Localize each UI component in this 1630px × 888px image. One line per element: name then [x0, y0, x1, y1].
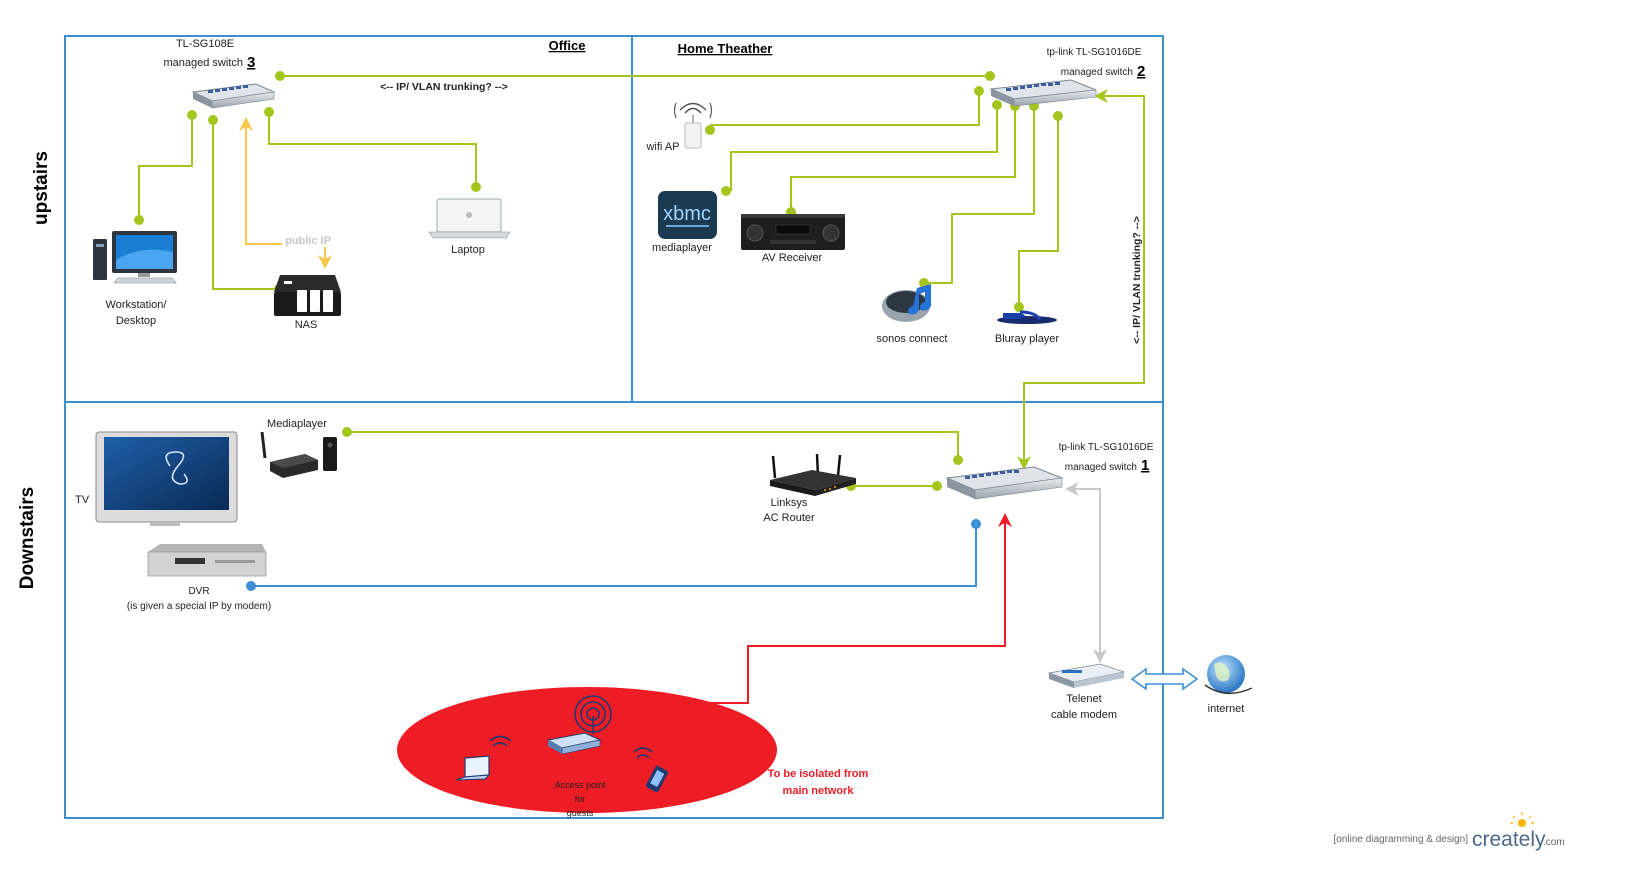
- mediaplayer-ds-label: Mediaplayer: [267, 418, 327, 430]
- guest-ap-label-line1: Access point: [554, 780, 606, 790]
- internet-link: [1130, 667, 1199, 691]
- wifi-ap-label: wifi AP: [645, 141, 679, 153]
- av-receiver-icon[interactable]: [741, 214, 845, 250]
- guest-access-point-icon[interactable]: [546, 695, 612, 755]
- internet-globe-icon[interactable]: [1204, 655, 1253, 694]
- dvr-label-line2: (is given a special IP by modem): [127, 601, 271, 612]
- switch-3-caption: managed switch: [164, 57, 244, 69]
- tv-label: TV: [75, 494, 90, 506]
- bluray-label: Bluray player: [995, 333, 1060, 345]
- workstation-label-line2: Desktop: [116, 315, 156, 327]
- switch-3-icon[interactable]: [191, 83, 276, 109]
- switch-2-caption: managed switch: [1061, 67, 1133, 78]
- modem-label-line2: cable modem: [1051, 709, 1117, 721]
- wifi-ap-icon[interactable]: [673, 102, 713, 149]
- internet-label: internet: [1208, 703, 1245, 715]
- vlan-trunk-label-side: <-- IP/ VLAN trunking? -->: [1131, 216, 1143, 344]
- modem-icon[interactable]: [1047, 663, 1126, 688]
- svg-text:xbmc: xbmc: [663, 203, 711, 225]
- switch-2-model: tp-link TL-SG1016DE: [1047, 47, 1142, 58]
- modem-label-line1: Telenet: [1066, 693, 1101, 705]
- ethernet-links: [138, 75, 1145, 487]
- router-label-line2: AC Router: [763, 512, 815, 524]
- switch-1-number: 1: [1141, 457, 1149, 474]
- tv-icon[interactable]: [95, 431, 238, 526]
- bluray-icon[interactable]: [997, 310, 1057, 324]
- workstation-icon[interactable]: [93, 231, 177, 284]
- mediaplayer-ht-icon[interactable]: xbmc: [658, 191, 717, 239]
- zone-office-label: Office: [549, 38, 586, 53]
- switch-2-icon[interactable]: [989, 79, 1097, 107]
- mediaplayer-ds-icon[interactable]: [260, 431, 337, 478]
- dvr-link-dot: [246, 581, 256, 591]
- router-icon[interactable]: [770, 453, 856, 496]
- switch-2-number: 2: [1137, 63, 1145, 80]
- zone-upstairs-label: upstairs: [31, 151, 52, 225]
- branding-sun-icon: [1510, 812, 1534, 827]
- av-receiver-label: AV Receiver: [762, 252, 823, 264]
- sonos-label: sonos connect: [877, 333, 948, 345]
- zone-home-theater-label: Home Theather: [678, 41, 773, 56]
- laptop-label: Laptop: [451, 244, 485, 256]
- zone-downstairs-label: Downstairs: [17, 487, 38, 589]
- branding-tagline: [online diagramming & design]: [1333, 834, 1468, 845]
- guest-laptop-icon[interactable]: [455, 735, 512, 781]
- workstation-label-line1: Workstation/: [106, 299, 168, 311]
- guest-ap-label-line3: guests: [567, 808, 594, 818]
- vlan-trunk-label-top: <-- IP/ VLAN trunking? -->: [380, 81, 508, 93]
- sonos-icon[interactable]: [882, 284, 931, 322]
- dvr-link: [251, 524, 977, 587]
- mediaplayer-ht-label: mediaplayer: [652, 242, 712, 254]
- dvr-label-line1: DVR: [188, 586, 209, 597]
- nas-icon[interactable]: [274, 275, 341, 316]
- public-ip-label: public IP: [285, 235, 331, 247]
- switch-3-model: TL-SG108E: [176, 38, 234, 50]
- nas-label: NAS: [295, 319, 318, 331]
- dvr-icon[interactable]: [147, 544, 267, 577]
- guest-zone: [397, 687, 777, 813]
- branding-logo: creately: [1472, 828, 1546, 851]
- switch-1-caption: managed switch: [1065, 462, 1137, 473]
- guest-phone-icon[interactable]: [633, 747, 669, 793]
- branding-logo-suffix: .com: [1543, 837, 1565, 848]
- switch-3-number: 3: [247, 54, 255, 71]
- dvr-link-dot: [971, 519, 981, 529]
- isolation-note-line1: To be isolated from: [768, 768, 869, 780]
- switch-1-icon[interactable]: [945, 466, 1064, 500]
- router-label-line1: Linksys: [771, 497, 808, 509]
- laptop-icon[interactable]: [428, 198, 511, 239]
- modem-link: [1065, 482, 1107, 663]
- guest-link: [633, 513, 1012, 710]
- isolation-note-line2: main network: [783, 785, 855, 797]
- guest-ap-label-line2: for: [575, 794, 586, 804]
- zone-borders: [64, 35, 1164, 819]
- switch-1-model: tp-link TL-SG1016DE: [1059, 442, 1154, 453]
